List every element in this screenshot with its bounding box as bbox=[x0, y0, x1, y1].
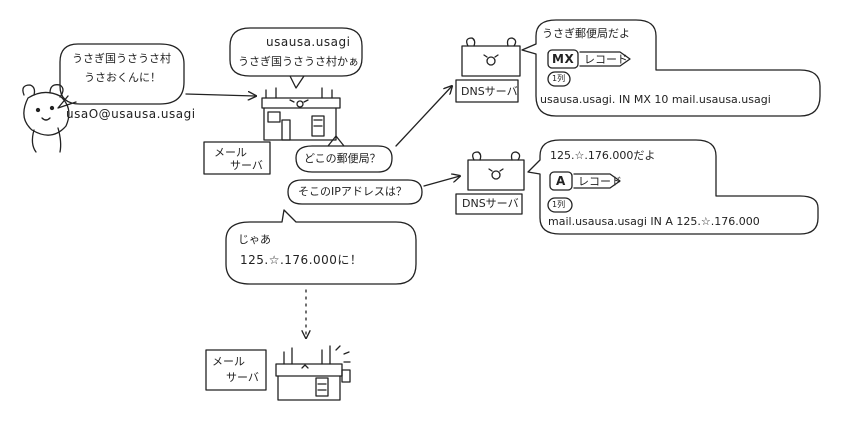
question-ip-bubble bbox=[287, 179, 423, 205]
receiver-server-label-box bbox=[205, 349, 267, 391]
example-badge-top: 1列 bbox=[552, 74, 566, 83]
reply-speech-bubble bbox=[225, 209, 417, 285]
question-ip-text: そこのIPアドレスは？ bbox=[298, 185, 407, 198]
mx-record-suffix: レコード bbox=[584, 53, 628, 66]
dns-server-bottom-icon bbox=[467, 151, 525, 191]
arrow-to-dns-bottom bbox=[423, 176, 460, 187]
dns-top-bubble-line-1: うさぎ郵便局だよ bbox=[542, 27, 630, 40]
question-post-office-bubble bbox=[295, 135, 393, 173]
example-badge-bottom-frame bbox=[547, 197, 573, 213]
example-badge-top-frame bbox=[547, 71, 571, 87]
user-bubble-line-1: うさぎ国うさうさ村 bbox=[72, 52, 171, 65]
dns-bottom-speech-bubble bbox=[527, 139, 819, 235]
receiver-server-label-line-1: メール bbox=[212, 355, 245, 368]
server-bubble-line-2: うさぎ国うさうさ村かぁ bbox=[238, 55, 359, 68]
arrow-to-dns-top bbox=[395, 86, 452, 147]
dns-top-label-box bbox=[455, 79, 519, 103]
sender-server-label-line-1: メール bbox=[214, 146, 247, 159]
a-record-suffix: レコード bbox=[578, 175, 622, 188]
sender-server-label-box bbox=[203, 141, 271, 175]
dns-top-record-line: usausa.usagi. IN MX 10 mail.usausa.usagi bbox=[540, 93, 771, 106]
example-badge-bottom: 1列 bbox=[552, 200, 566, 209]
server-bubble-line-1: usausa.usagi bbox=[266, 35, 351, 49]
user-speech-bubble bbox=[57, 43, 185, 109]
dns-bottom-label: DNSサーバ bbox=[462, 197, 519, 210]
user-bubble-line-2: うさおくんに！ bbox=[84, 71, 161, 84]
server-speech-bubble bbox=[229, 27, 363, 89]
mx-record-type: MX bbox=[552, 52, 575, 66]
a-record-tag bbox=[549, 171, 573, 191]
question-post-office-text: どこの郵便局？ bbox=[304, 152, 381, 165]
dns-top-label: DNSサーバ bbox=[461, 85, 518, 98]
a-record-type: A bbox=[556, 174, 566, 188]
dns-server-top-icon bbox=[461, 37, 521, 77]
dns-bottom-record-line: mail.usausa.usagi IN A 125.☆.176.000 bbox=[548, 215, 760, 228]
reply-bubble-line-2: 125.☆.176.000に！ bbox=[240, 253, 363, 267]
dns-bottom-bubble-line-1: 125.☆.176.000だよ bbox=[550, 149, 656, 162]
a-record-tag-arrow bbox=[573, 173, 621, 189]
arrow-user-to-server bbox=[185, 94, 256, 96]
mx-record-tag-arrow bbox=[579, 51, 631, 67]
reply-bubble-line-1: じゃあ bbox=[238, 233, 271, 246]
bunny-user-icon bbox=[22, 84, 70, 153]
sender-server-label-line-2: サーバ bbox=[230, 159, 263, 172]
mx-record-tag bbox=[547, 49, 579, 69]
receiver-mail-server-icon bbox=[275, 345, 351, 401]
receiver-server-label-line-2: サーバ bbox=[226, 371, 259, 384]
user-email-address: usaO@usausa.usagi bbox=[66, 107, 196, 121]
dns-bottom-label-box bbox=[455, 193, 523, 215]
dns-top-speech-bubble bbox=[521, 19, 821, 117]
sender-mail-server-icon bbox=[261, 87, 341, 141]
